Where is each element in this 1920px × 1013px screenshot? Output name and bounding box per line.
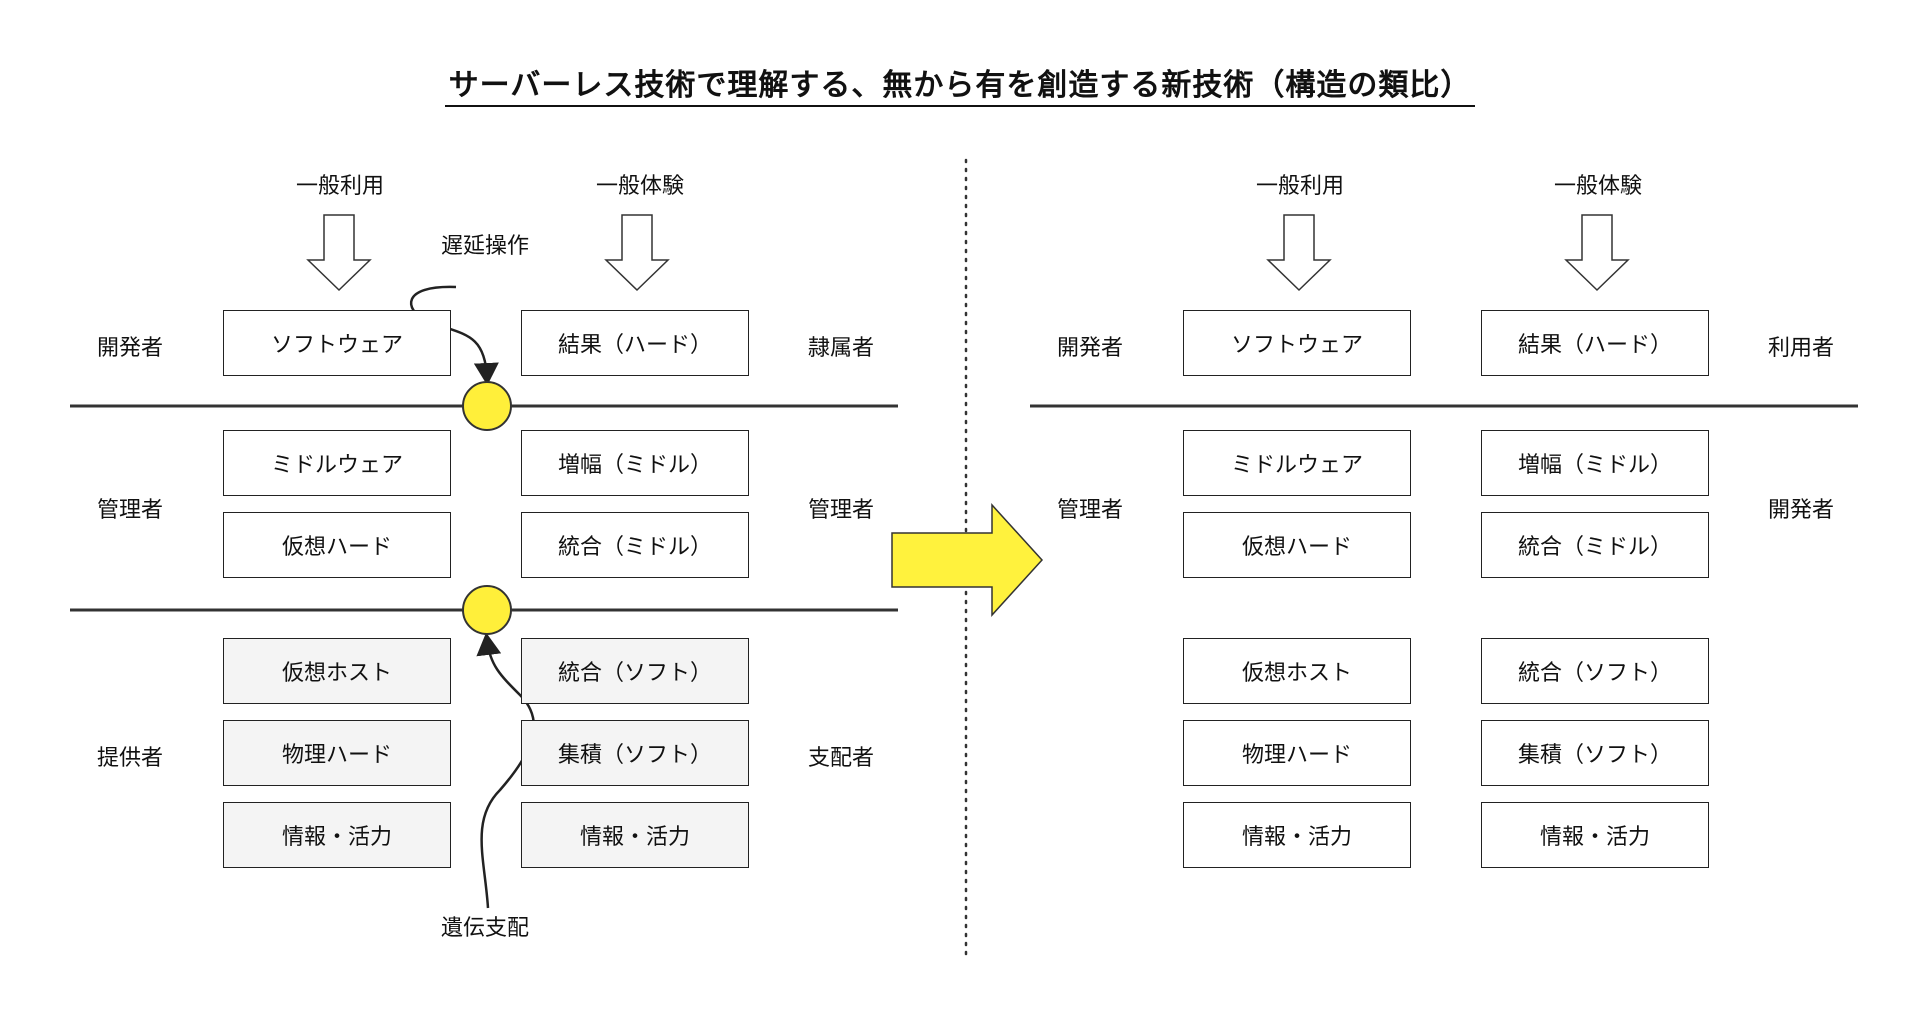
right-arrow-icon: [891, 503, 1044, 617]
box-middleware: ミドルウェア: [223, 430, 451, 496]
box-integrate-soft: 統合（ソフト）: [521, 638, 749, 704]
diagram-title: サーバーレス技術で理解する、無から有を創造する新技術（構造の類比）: [0, 60, 1920, 107]
box-software: ソフトウェア: [223, 310, 451, 376]
down-arrow-icon: [1266, 214, 1332, 292]
top-label-general-experience: 一般体験: [595, 174, 684, 199]
box-amplify-middle: 増幅（ミドル）: [1481, 430, 1709, 496]
row-label-developer-right: 開発者: [1767, 498, 1834, 523]
box-accumulate-soft: 集積（ソフト）: [521, 720, 749, 786]
box-physical-hardware: 物理ハード: [223, 720, 451, 786]
annotation-genetic-control: 遺伝支配: [440, 916, 529, 941]
row-label-subordinate: 隷属者: [807, 336, 874, 361]
row-label-provider: 提供者: [96, 746, 163, 771]
annotation-delayed-operation: 遅延操作: [440, 234, 529, 259]
box-virtual-hardware: 仮想ハード: [1183, 512, 1411, 578]
box-integrate-middle: 統合（ミドル）: [1481, 512, 1709, 578]
box-result-hard: 結果（ハード）: [1481, 310, 1709, 376]
box-middleware: ミドルウェア: [1183, 430, 1411, 496]
box-information-energy-2: 情報・活力: [521, 802, 749, 868]
top-label-general-use: 一般利用: [1255, 174, 1344, 199]
junction-node-icon: [462, 585, 512, 635]
row-label-manager: 管理者: [1056, 498, 1123, 523]
box-virtual-hardware: 仮想ハード: [223, 512, 451, 578]
box-integrate-soft: 統合（ソフト）: [1481, 638, 1709, 704]
box-virtual-host: 仮想ホスト: [1183, 638, 1411, 704]
box-result-hard: 結果（ハード）: [521, 310, 749, 376]
box-information-energy-2: 情報・活力: [1481, 802, 1709, 868]
down-arrow-icon: [1564, 214, 1630, 292]
top-label-general-use: 一般利用: [295, 174, 384, 199]
row-label-user: 利用者: [1767, 336, 1834, 361]
row-label-manager-right: 管理者: [807, 498, 874, 523]
row-label-ruler: 支配者: [807, 746, 874, 771]
top-label-general-experience: 一般体験: [1553, 174, 1642, 199]
row-label-manager: 管理者: [96, 498, 163, 523]
row-label-developer: 開発者: [1056, 336, 1123, 361]
box-software: ソフトウェア: [1183, 310, 1411, 376]
junction-node-icon: [462, 381, 512, 431]
down-arrow-icon: [306, 214, 372, 292]
box-amplify-middle: 増幅（ミドル）: [521, 430, 749, 496]
box-integrate-middle: 統合（ミドル）: [521, 512, 749, 578]
box-virtual-host: 仮想ホスト: [223, 638, 451, 704]
box-information-energy: 情報・活力: [1183, 802, 1411, 868]
box-accumulate-soft: 集積（ソフト）: [1481, 720, 1709, 786]
box-physical-hardware: 物理ハード: [1183, 720, 1411, 786]
down-arrow-icon: [604, 214, 670, 292]
box-information-energy: 情報・活力: [223, 802, 451, 868]
row-label-developer: 開発者: [96, 336, 163, 361]
